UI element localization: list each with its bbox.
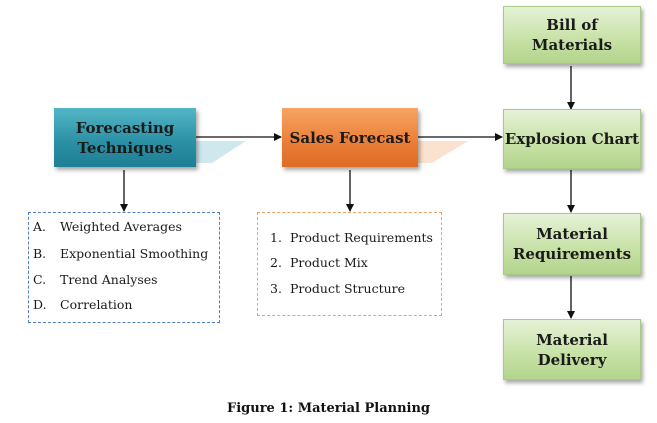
node-material-requirements-line2: Requirements — [512, 245, 632, 263]
node-forecasting-line1: Forecasting — [75, 118, 175, 137]
node-sales-forecast-label: Sales Forecast — [289, 128, 411, 147]
list-item: 3. Product Structure — [270, 281, 405, 296]
list-item-text: Product Mix — [290, 255, 368, 270]
sales-forecast-list: 1. Product Requirements 2. Product Mix 3. P… — [257, 212, 442, 316]
forecasting-methods-list: A. Weighted Averages B. Exponential Smooth… — [28, 212, 220, 323]
node-sales-forecast: Sales Forecast — [282, 108, 418, 167]
node-forecasting-line2: Techniques — [77, 138, 173, 157]
list-item: A. Weighted Averages — [33, 219, 182, 234]
node-material-delivery-line1: Material — [536, 330, 608, 349]
list-item: D. Correlation — [33, 297, 133, 312]
list-item-text: Product Structure — [290, 281, 406, 296]
list-item-marker: C. — [33, 272, 47, 287]
list-item-text: Correlation — [60, 297, 133, 312]
list-item-marker: D. — [33, 297, 47, 312]
list-item-text: Product Requirements — [290, 230, 433, 245]
figure-caption: Figure 1: Material Planning — [226, 401, 430, 416]
node-material-delivery: Material Delivery — [503, 319, 641, 380]
list-item-marker: A. — [33, 219, 47, 234]
orange-shadow-fade — [418, 141, 468, 163]
list-item: B. Exponential Smoothing — [33, 246, 208, 261]
node-bill-of-materials: Bill of Materials — [503, 6, 641, 64]
list-item: 1. Product Requirements — [270, 230, 433, 245]
list-item: C. Trend Analyses — [33, 272, 158, 287]
list-item-text: Trend Analyses — [60, 272, 158, 287]
list-item-marker: 3. — [270, 281, 282, 296]
list-item-marker: 1. — [270, 230, 282, 245]
list-item-text: Weighted Averages — [60, 219, 182, 234]
list-item-marker: 2. — [270, 255, 282, 270]
node-material-requirements: Material Requirements — [503, 213, 641, 275]
node-forecasting-techniques: Forecasting Techniques — [54, 108, 196, 167]
teal-shadow-fade — [196, 141, 246, 163]
node-material-requirements-line1: Material — [536, 225, 608, 243]
list-item-marker: B. — [33, 246, 47, 261]
node-material-delivery-line2: Delivery — [537, 350, 607, 369]
node-explosion-chart-label: Explosion Chart — [504, 130, 640, 148]
list-item: 2. Product Mix — [270, 255, 368, 270]
node-explosion-chart: Explosion Chart — [503, 109, 641, 169]
list-item-text: Exponential Smoothing — [60, 246, 209, 261]
node-bill-of-materials-label: Bill of Materials — [531, 16, 613, 54]
